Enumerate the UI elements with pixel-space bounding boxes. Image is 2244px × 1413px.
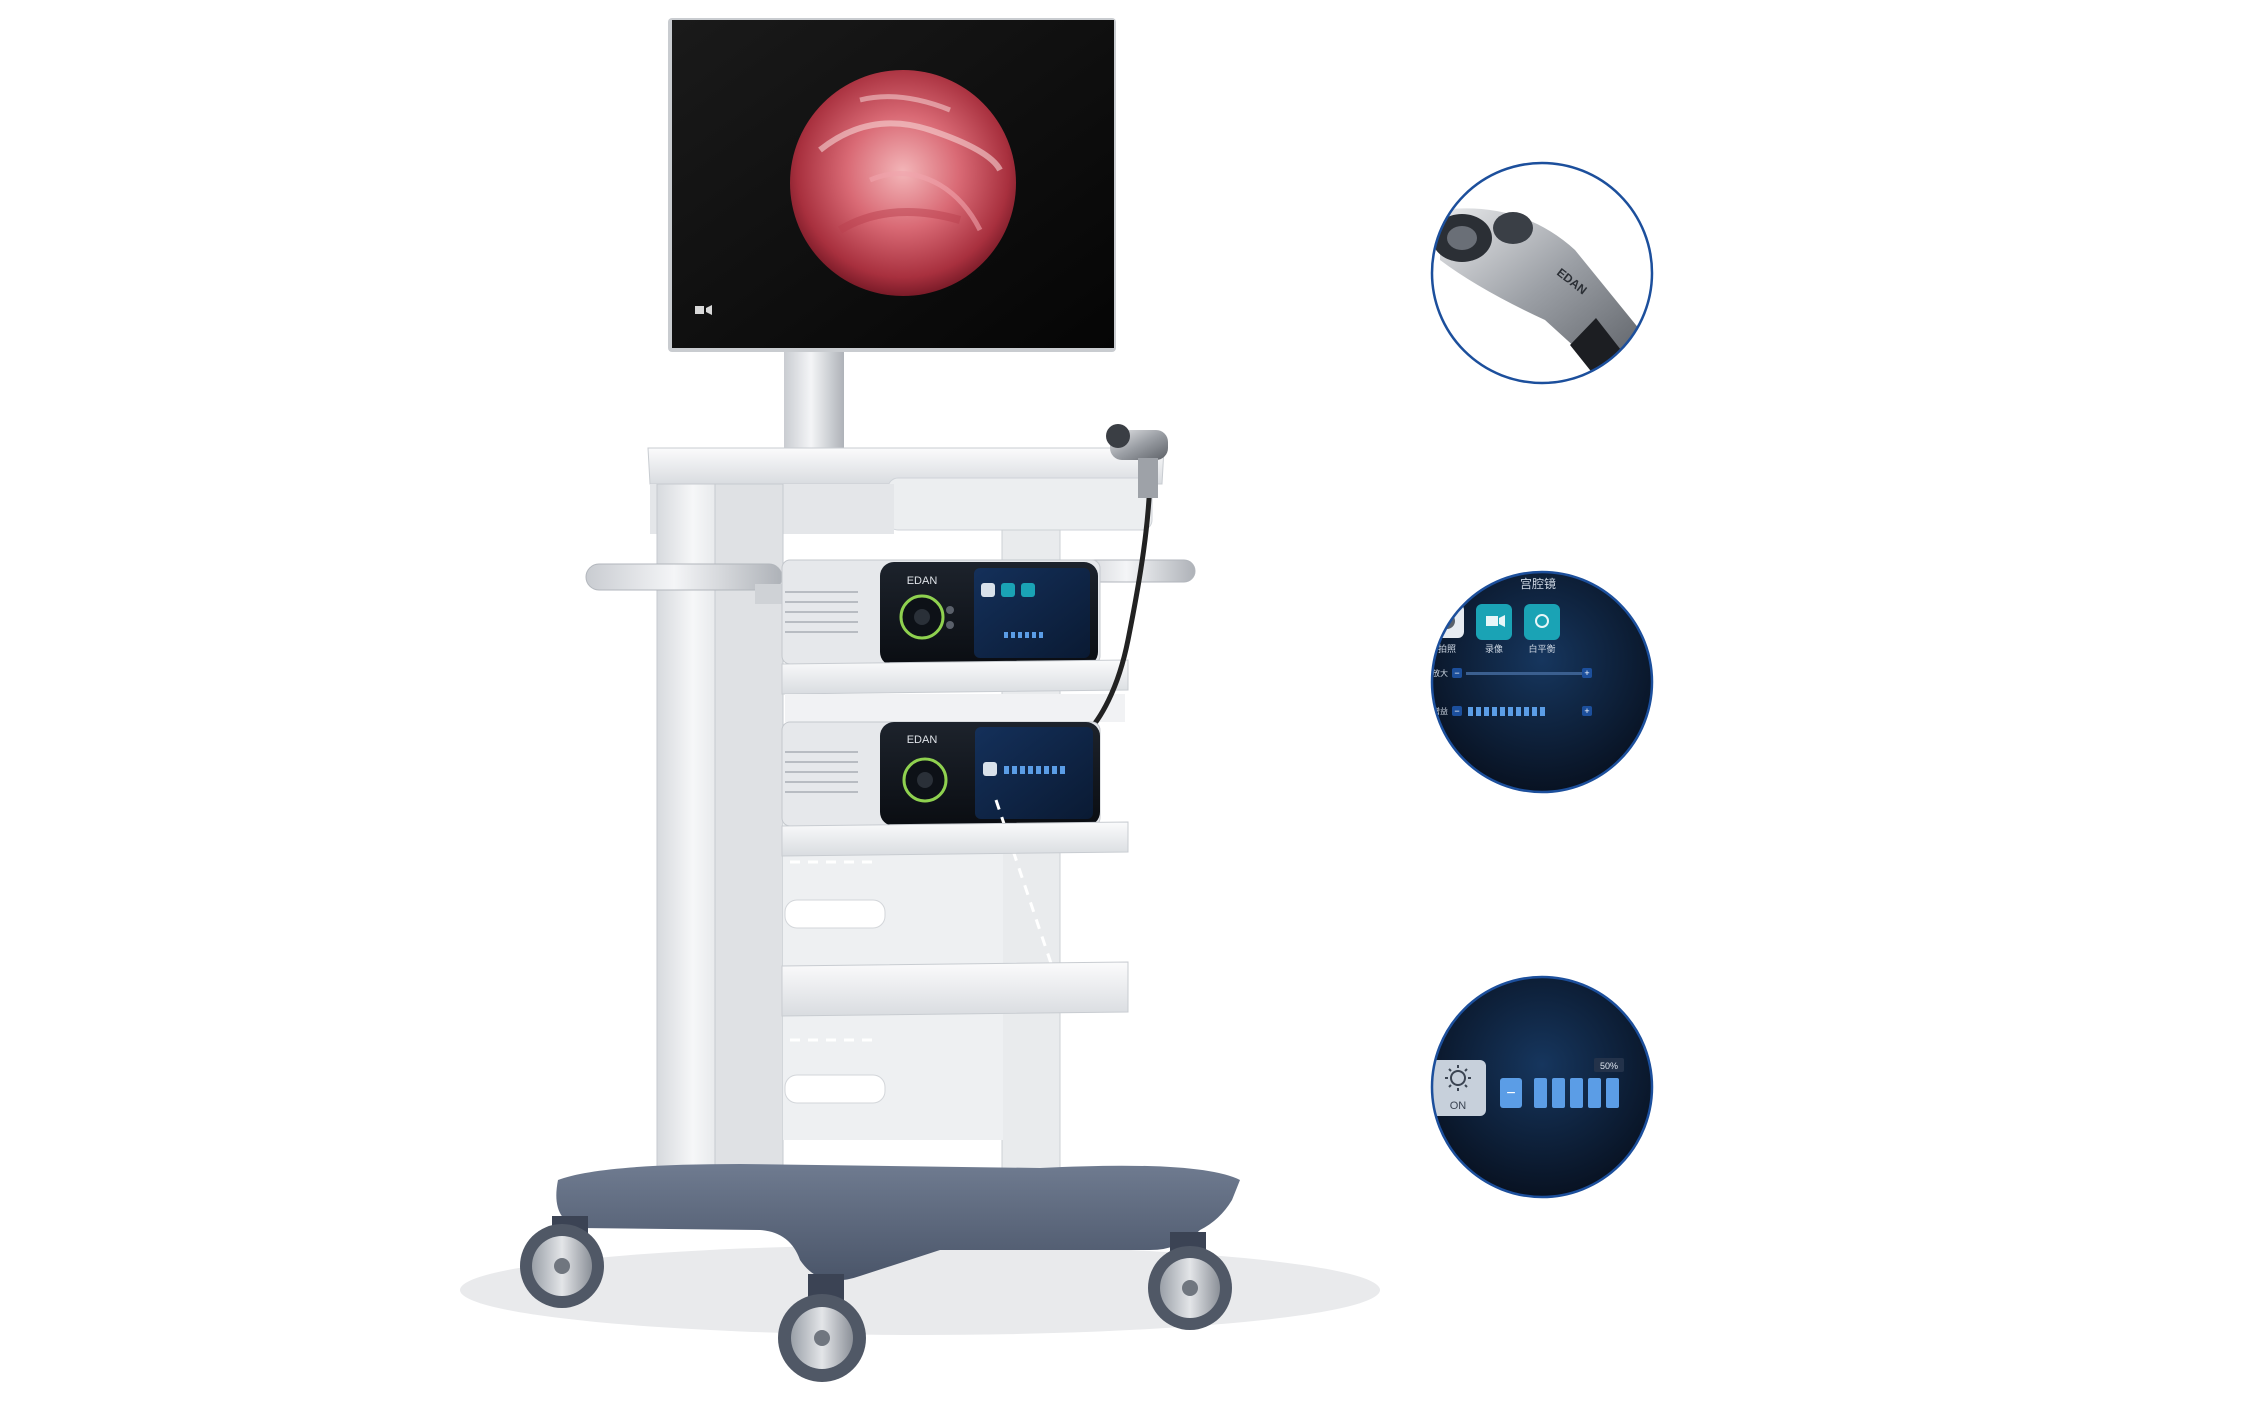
gain-plus-button[interactable] — [1582, 706, 1592, 716]
light-vent-grille — [785, 751, 858, 793]
wheel-front-center — [778, 1274, 866, 1382]
camera-head-docked — [1106, 424, 1168, 498]
callout-line — [994, 799, 1062, 991]
tile-video-label: 录像 — [1485, 643, 1503, 654]
screen-title: 宫腔镜 — [1520, 576, 1556, 591]
zoom-light-source-screen: ON − 50% — [1430, 975, 1654, 1199]
monitor-pole — [784, 352, 844, 462]
camera-host-button-2[interactable] — [946, 621, 954, 629]
light-on-toggle[interactable]: ON — [1430, 1060, 1486, 1116]
gain-level-bars — [1468, 707, 1545, 716]
light-level-bars — [1534, 1078, 1619, 1108]
zoom-slider[interactable] — [1466, 672, 1586, 675]
floor-shadow — [460, 1245, 1380, 1335]
tile-photo-label: 拍照 — [1438, 643, 1456, 654]
camera-host-button-1[interactable] — [946, 606, 954, 614]
svg-text:−: − — [1506, 1085, 1515, 1102]
shelf-3 — [781, 821, 1129, 857]
light-on-label: ON — [1450, 1100, 1467, 1112]
zoom-plus-button[interactable] — [1582, 668, 1592, 678]
svg-text:−: − — [1454, 706, 1459, 716]
white-balance-icon — [1535, 614, 1549, 628]
light-source-touchscreen[interactable] — [975, 727, 1093, 819]
vent-grille — [785, 591, 858, 633]
camera-host-brand: EDAN — [907, 575, 938, 587]
middle-shelf — [781, 659, 1129, 695]
left-handle[interactable] — [585, 563, 785, 604]
camera-host-touchscreen[interactable] — [974, 568, 1090, 658]
svg-text:+: + — [1584, 706, 1589, 716]
light-percent: 50% — [1600, 1061, 1618, 1071]
video-record-icon — [1486, 616, 1498, 626]
row-label-zoom: 电子放大 — [1416, 668, 1448, 678]
cart-base — [556, 1164, 1240, 1281]
tile-video[interactable]: 录像 — [1476, 604, 1512, 654]
shelf-gap — [785, 694, 1125, 722]
endoscopic-image — [790, 70, 1016, 296]
light-source-unit: EDAN — [781, 721, 1101, 827]
light-minus-button[interactable] — [1500, 1078, 1522, 1108]
gain-minus-button[interactable] — [1452, 706, 1462, 716]
shelf-4 — [781, 961, 1129, 1017]
back-panel-slots — [784, 899, 886, 1104]
tile-white-balance[interactable]: 白平衡 — [1524, 604, 1560, 654]
wheel-right — [1148, 1232, 1232, 1330]
sun-icon — [1445, 1065, 1471, 1091]
shelf-dash-lines — [790, 860, 880, 1042]
camera-host-unit: EDAN — [781, 559, 1101, 666]
monitor-record-icon — [695, 305, 712, 315]
monitor — [668, 18, 1116, 352]
camera-cable — [1083, 469, 1153, 737]
svg-text:−: − — [1454, 668, 1459, 678]
row-label-gain: 白光增益 — [1416, 706, 1448, 716]
tile-white-balance-label: 白平衡 — [1528, 643, 1555, 654]
drawer[interactable] — [887, 477, 1153, 531]
svg-text:+: + — [1584, 668, 1589, 678]
light-source-brand: EDAN — [907, 734, 938, 746]
zoom-minus-button[interactable] — [1452, 668, 1462, 678]
light-percent-badge — [1594, 1058, 1624, 1072]
zoom-camera-head: EDAN — [1430, 161, 1654, 385]
zoom-camera-host-screen: 宫腔镜 拍照 录像 白平衡 电子放大 − + — [1416, 570, 1654, 794]
wheel-front-left — [520, 1216, 604, 1308]
